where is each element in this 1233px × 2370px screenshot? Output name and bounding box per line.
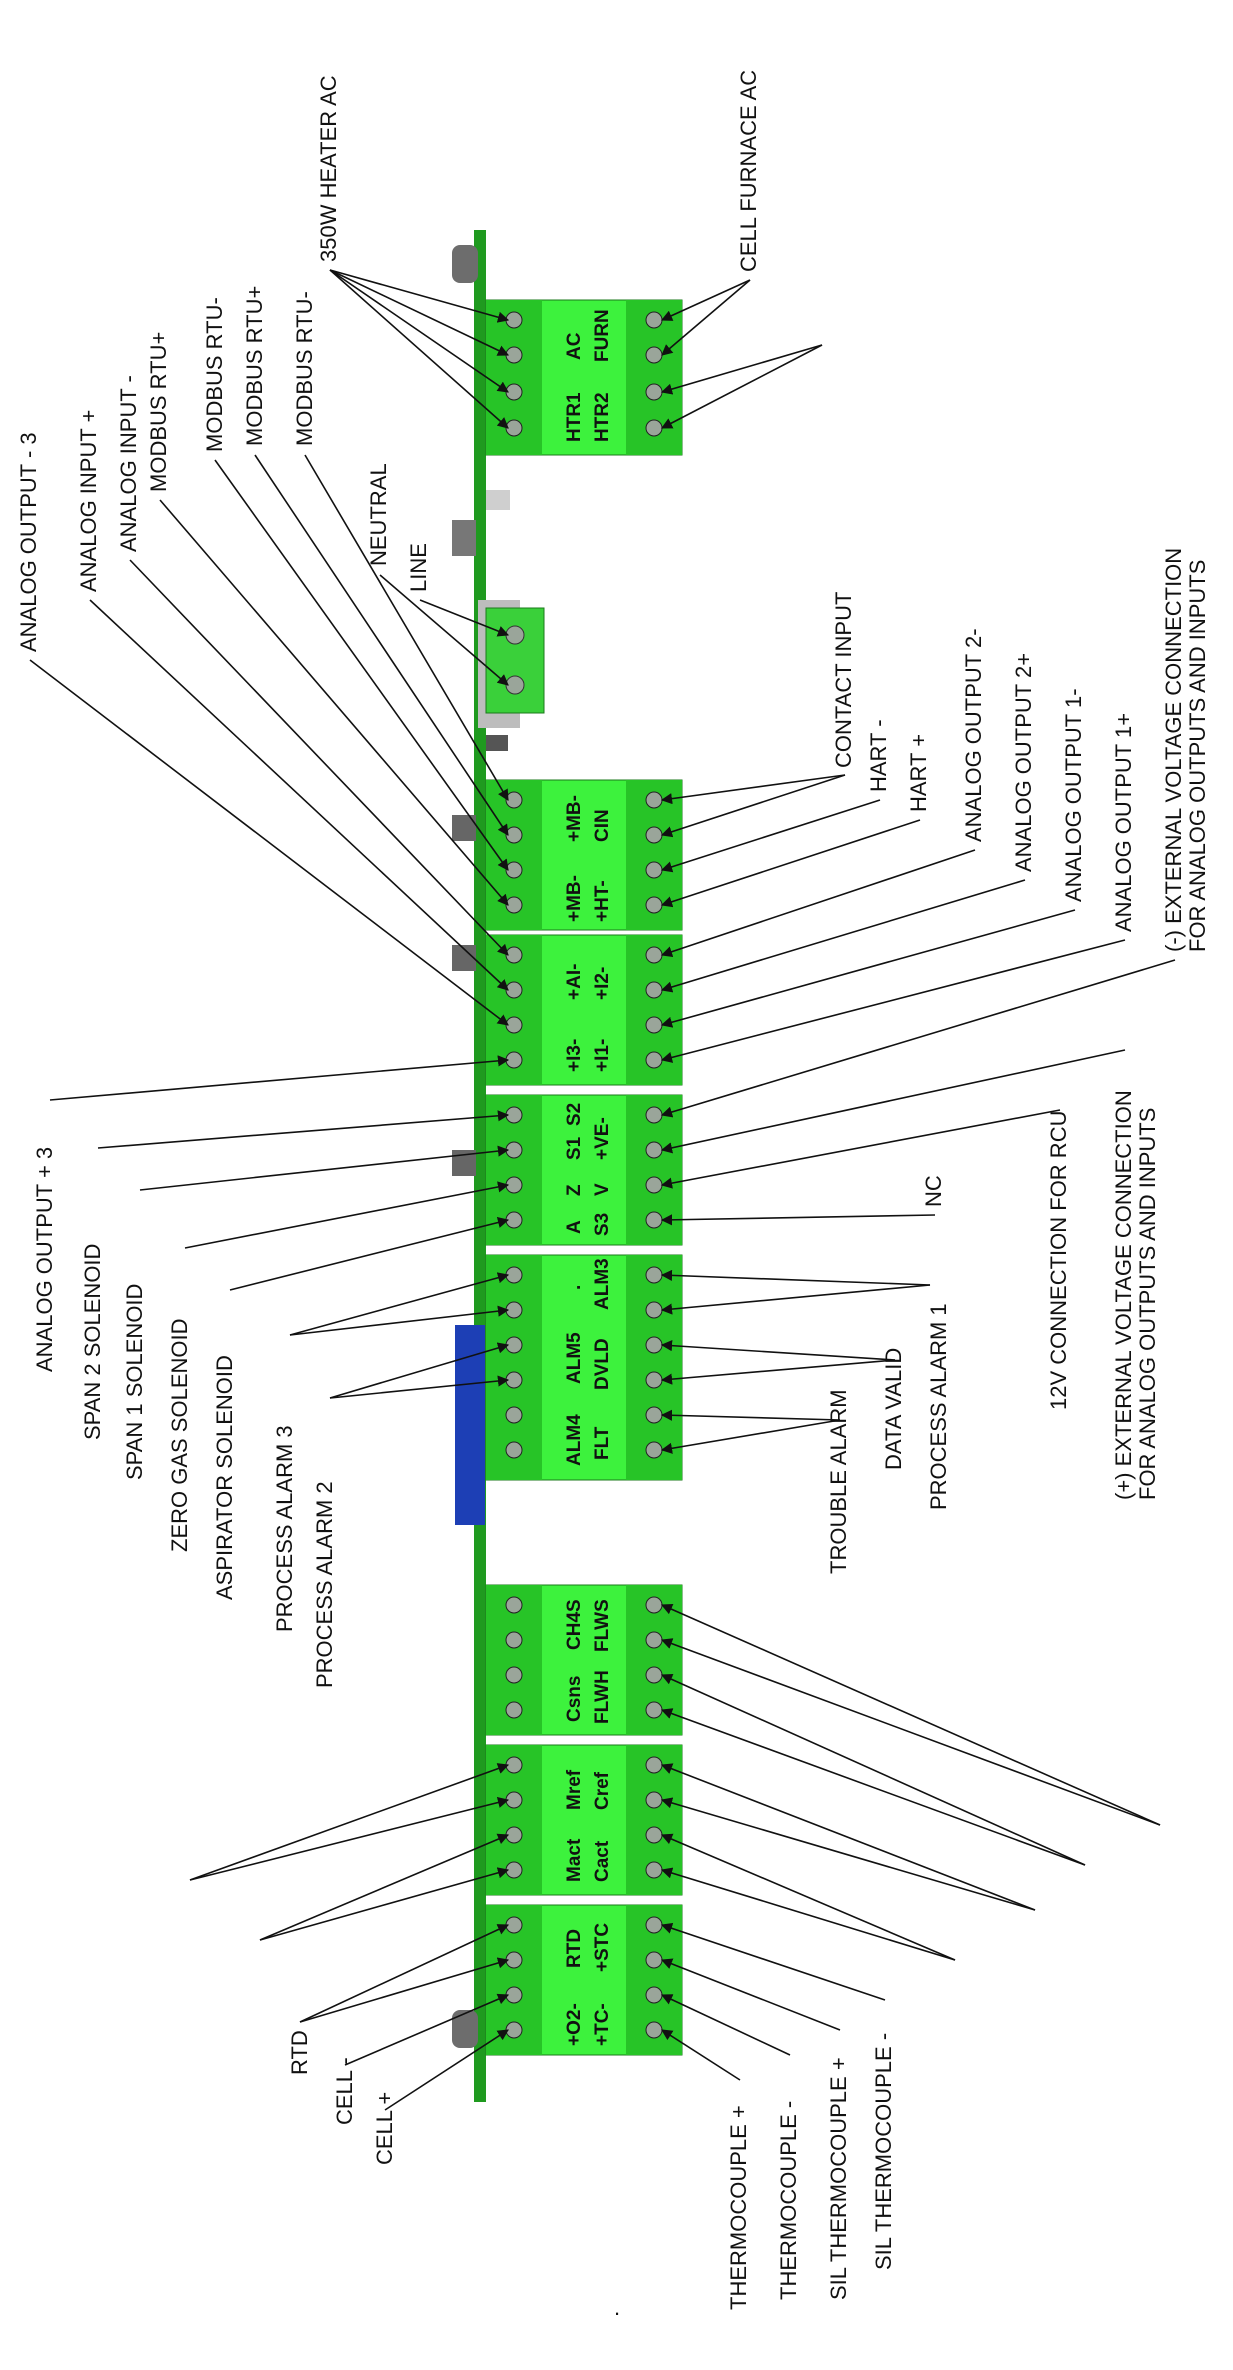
- term-mact: Mact: [564, 1838, 585, 1882]
- term-flwh: FLWH: [592, 1670, 613, 1724]
- label-modbus-rtu-minus-b: MODBUS RTU-: [292, 291, 317, 446]
- term-rtd: RTD: [564, 1929, 585, 1968]
- power-connector: [485, 607, 545, 714]
- term-furn: FURN: [592, 309, 613, 362]
- term-mb-b: +MB-: [564, 795, 585, 842]
- label-line: LINE: [406, 543, 431, 592]
- term-csns: Csns: [564, 1676, 585, 1722]
- label-sil-tc-plus: SIL THERMOCOUPLE +: [826, 2057, 851, 2300]
- term-mb-a: +MB-: [564, 875, 585, 922]
- label-zero-gas: ZERO GAS SOLENOID: [167, 1319, 192, 1553]
- term-flt: FLT: [592, 1426, 613, 1460]
- label-analog-output-1-plus: ANALOG OUTPUT 1+: [1111, 713, 1136, 932]
- term-i1: +I1-: [592, 1039, 613, 1072]
- label-analog-output-minus-3: ANALOG OUTPUT - 3: [16, 432, 41, 652]
- label-modbus-rtu-plus-a: MODBUS RTU+: [146, 332, 171, 492]
- label-cell-plus: CELL +: [372, 2092, 397, 2165]
- part-mid-1: [452, 520, 476, 556]
- connector-modbus-hart: +MB- +MB- +HT- CIN: [485, 779, 683, 931]
- label-process-alarm-2: PROCESS ALARM 2: [312, 1481, 337, 1688]
- label-thermocouple-minus: THERMOCOUPLE -: [776, 2101, 801, 2300]
- standoff-bottom: [452, 2010, 478, 2048]
- term-alm4: ALM4: [564, 1414, 585, 1466]
- standoff-top: [452, 245, 478, 283]
- leader-lines: [29, 269, 1176, 2111]
- label-process-alarm-1: PROCESS ALARM 1: [926, 1303, 951, 1510]
- label-analog-output-plus-3: ANALOG OUTPUT + 3: [32, 1147, 57, 1372]
- label-analog-input-minus: ANALOG INPUT -: [116, 375, 141, 552]
- term-ai: +AI-: [564, 964, 585, 1000]
- label-modbus-rtu-minus-a: MODBUS RTU-: [202, 297, 227, 452]
- label-data-valid: DATA VALID: [881, 1348, 906, 1470]
- label-modbus-rtu-plus: MODBUS RTU+: [242, 286, 267, 446]
- connector-sensors: Csns CH4S FLWH FLWS: [485, 1584, 683, 1736]
- term-ht: +HT-: [592, 880, 613, 922]
- term-stc: +STC: [592, 1923, 613, 1972]
- label-neutral: NEUTRAL: [366, 463, 391, 566]
- connector-cell-rtd: +O2- RTD +TC- +STC: [485, 1904, 683, 2056]
- term-i3: +I3-: [564, 1039, 585, 1072]
- term-dvld: DVLD: [592, 1338, 613, 1390]
- label-rcu: 12V CONNECTION FOR RCU: [1046, 1111, 1071, 1410]
- term-ch4s: CH4S: [564, 1599, 585, 1650]
- term-dot: .: [564, 1285, 585, 1290]
- connector-analog-io: +I3- +AI- +I1- +I2-: [485, 934, 683, 1086]
- label-ext-pos-1: (+) EXTERNAL VOLTAGE CONNECTION: [1111, 1090, 1136, 1500]
- label-sil-tc-minus: SIL THERMOCOUPLE -: [871, 2033, 896, 2270]
- term-cin: CIN: [592, 809, 613, 842]
- label-rtd: RTD: [287, 2030, 312, 2075]
- term-flws: FLWS: [592, 1599, 613, 1652]
- term-alm3: ALM3: [592, 1258, 613, 1310]
- term-s1: S1: [564, 1136, 585, 1160]
- label-aspirator: ASPIRATOR SOLENOID: [212, 1355, 237, 1600]
- label-contact-input: CONTACT INPUT: [831, 592, 856, 768]
- connector-heater-furnace: AC HTR1 FURN HTR2: [485, 299, 683, 456]
- label-thermocouple-plus: THERMOCOUPLE +: [726, 2105, 751, 2310]
- term-o2: +O2-: [564, 2003, 585, 2046]
- term-z: Z: [564, 1184, 585, 1196]
- term-s3: S3: [592, 1213, 613, 1236]
- term-alm5: ALM5: [564, 1332, 585, 1384]
- label-analog-output-2-plus: ANALOG OUTPUT 2+: [1011, 653, 1036, 872]
- label-cell-minus: CELL -: [332, 2057, 357, 2125]
- label-ext-pos-2: FOR ANALOG OUTPUTS AND INPUTS: [1135, 1108, 1160, 1500]
- label-analog-output-2-minus: ANALOG OUTPUT 2-: [961, 628, 986, 842]
- part-mid-2: [486, 490, 510, 510]
- term-v: V: [592, 1183, 613, 1196]
- label-nc: NC: [921, 1175, 946, 1207]
- term-cact: Cact: [592, 1840, 613, 1882]
- stray-dot: .: [614, 2295, 620, 2320]
- term-htr2: HTR2: [592, 392, 613, 442]
- blue-module: [455, 1325, 485, 1525]
- label-hart-minus: HART -: [866, 719, 891, 792]
- term-cref: Cref: [592, 1771, 613, 1810]
- label-span1: SPAN 1 SOLENOID: [122, 1284, 147, 1480]
- term-ac: AC: [564, 332, 585, 360]
- part-mid-6: [486, 735, 508, 751]
- label-process-alarm-3: PROCESS ALARM 3: [272, 1425, 297, 1632]
- label-trouble-alarm: TROUBLE ALARM: [826, 1389, 851, 1574]
- label-heater: 350W HEATER AC: [316, 75, 341, 262]
- label-furnace: CELL FURNACE AC: [736, 70, 761, 272]
- label-ext-neg-2: FOR ANALOG OUTPUTS AND INPUTS: [1185, 560, 1210, 952]
- term-i2: +I2-: [592, 967, 613, 1000]
- term-s2: S2: [564, 1103, 585, 1126]
- label-hart-plus: HART +: [906, 734, 931, 812]
- term-tc: +TC-: [592, 2003, 613, 2046]
- label-ext-neg-1: (-) EXTERNAL VOLTAGE CONNECTION: [1161, 548, 1186, 952]
- label-span2: SPAN 2 SOLENOID: [80, 1244, 105, 1440]
- connector-mact-mref: Mact Mref Cact Cref: [485, 1744, 683, 1896]
- term-htr1: HTR1: [564, 392, 585, 442]
- term-a: A: [564, 1220, 585, 1234]
- term-mref: Mref: [564, 1769, 585, 1810]
- term-ve: +VE-: [592, 1117, 613, 1160]
- label-analog-input-plus: ANALOG INPUT +: [76, 410, 101, 592]
- connector-alarms: ALM4 ALM5 . FLT DVLD ALM3: [485, 1254, 683, 1481]
- connector-solenoids: A Z S1 S2 S3 V +VE-: [485, 1094, 683, 1246]
- label-analog-output-1-minus: ANALOG OUTPUT 1-: [1061, 688, 1086, 902]
